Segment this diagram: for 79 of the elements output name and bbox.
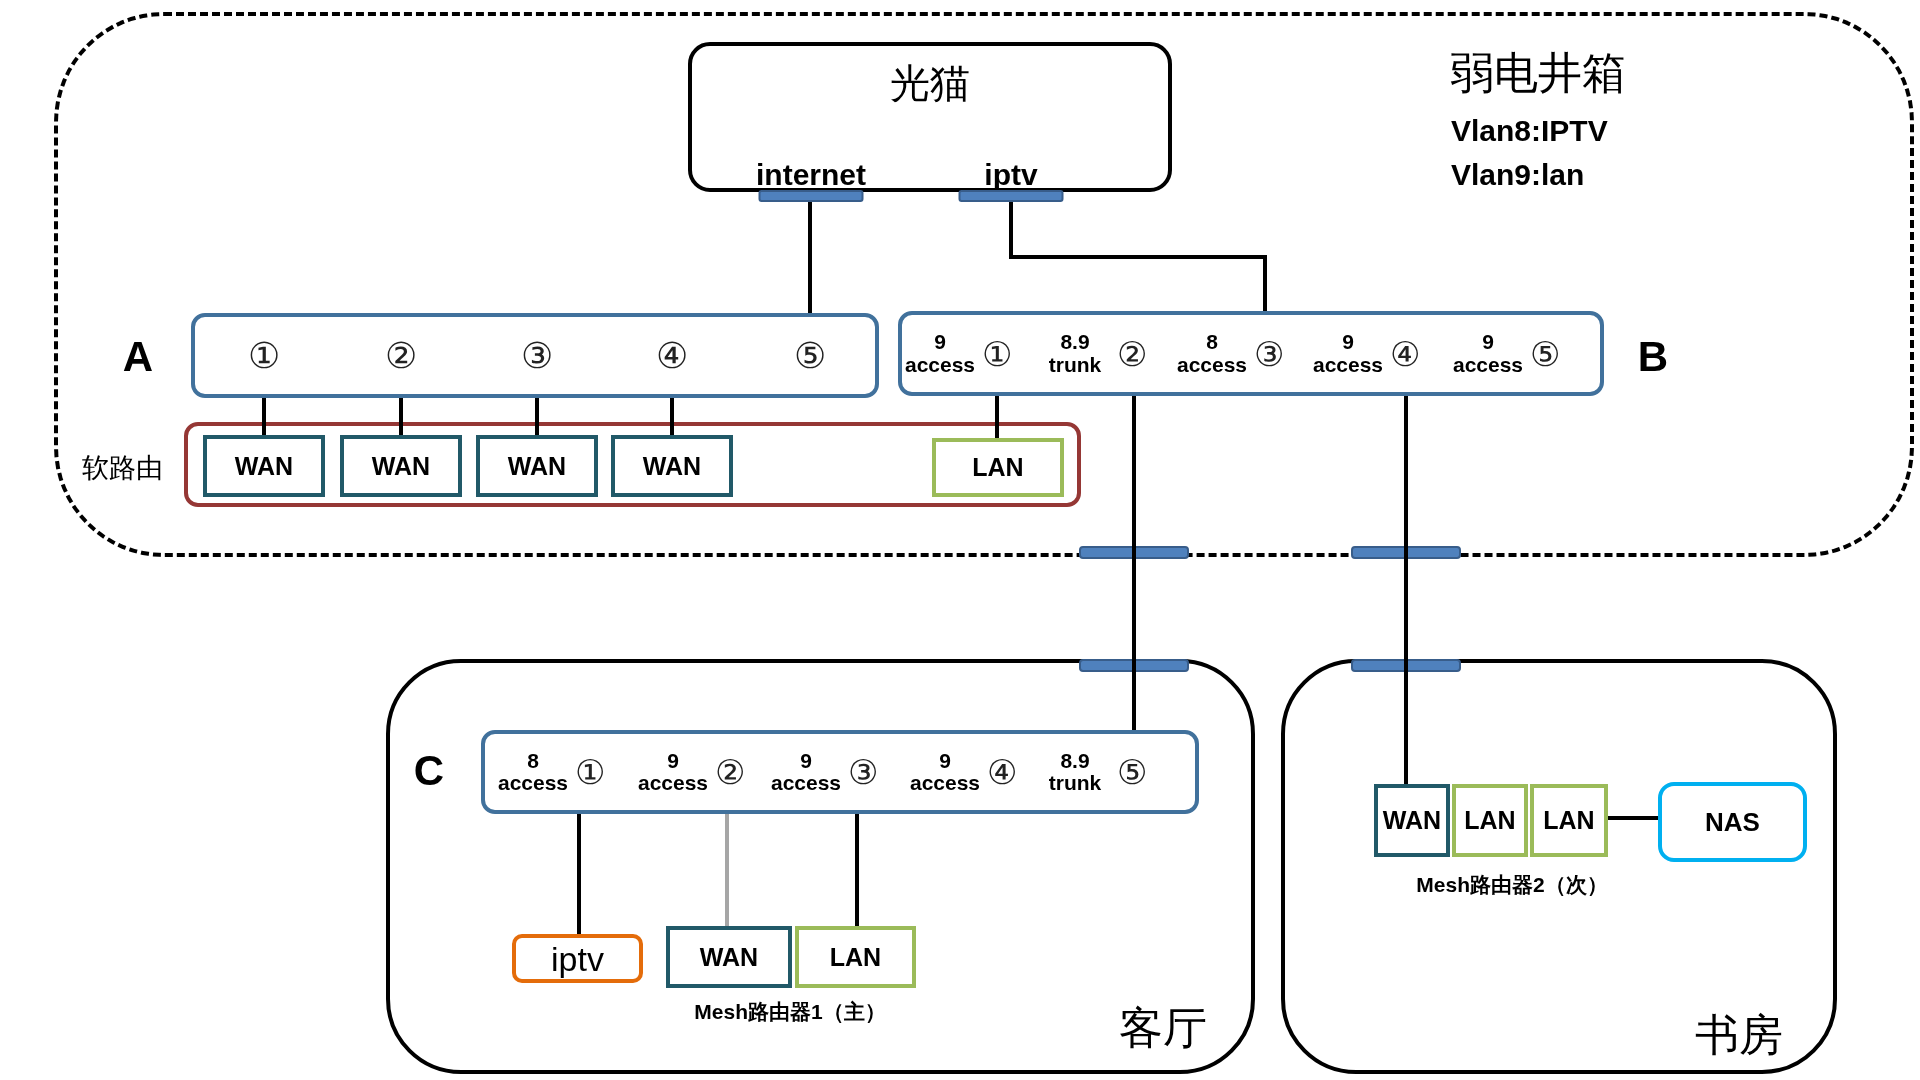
port-label: WAN <box>1382 808 1442 833</box>
vlan-note: Vlan8:IPTV <box>1451 114 1608 147</box>
cable-line <box>399 398 403 435</box>
cable-line <box>577 814 581 934</box>
port-label: internet <box>756 161 866 189</box>
port-number: ④ <box>986 755 1018 789</box>
port-label: WAN <box>234 453 294 479</box>
wan-port-box <box>666 926 792 988</box>
vlan-mode-label: 8 access <box>1176 331 1248 376</box>
cable-line <box>1009 202 1267 311</box>
cable-line <box>995 396 999 438</box>
port-number: ⑤ <box>1529 336 1561 371</box>
port-number: ① <box>981 336 1013 371</box>
port-number: ③ <box>847 755 879 789</box>
device-caption: Mesh路由器1（主） <box>694 999 886 1023</box>
device-box <box>1658 782 1807 862</box>
port-label: LAN <box>829 944 882 970</box>
cable-line <box>855 814 859 926</box>
port-number: ③ <box>521 337 553 374</box>
cable-line <box>725 814 729 926</box>
device-title: 光猫 <box>890 61 970 105</box>
switch-letter: B <box>1637 333 1669 380</box>
vlan-mode-label: 9 access <box>770 749 842 795</box>
cable-line <box>808 202 812 313</box>
port-label: WAN <box>507 453 567 479</box>
port-number: ② <box>714 755 746 789</box>
cable-line <box>1404 396 1408 784</box>
device-label: NAS <box>1705 809 1760 835</box>
cabinet-zone <box>54 12 1914 557</box>
lan-port-box <box>932 438 1064 497</box>
room-box <box>386 659 1255 1074</box>
vlan-mode-label: 9 access <box>1452 331 1524 376</box>
wan-port-box <box>340 435 462 497</box>
lan-port-box <box>795 926 916 988</box>
cable-line <box>535 398 539 435</box>
vlan-mode-label: 9 access <box>909 749 981 795</box>
zone-title: 弱电井箱 <box>1450 48 1626 97</box>
wan-port-box <box>203 435 325 497</box>
cable-line <box>1608 816 1658 820</box>
port-number: ⑤ <box>1116 755 1148 789</box>
device-box <box>512 934 643 983</box>
switch-letter: A <box>122 333 154 380</box>
cable-line <box>670 398 674 435</box>
vlan-mode-label: 9 access <box>637 749 709 795</box>
port-number: ① <box>574 755 606 789</box>
wan-port-box <box>611 435 733 497</box>
cable-line <box>262 398 266 435</box>
lan-port-box <box>1452 784 1528 857</box>
port-label: WAN <box>371 453 431 479</box>
wan-port-box <box>476 435 598 497</box>
lan-port-box <box>1530 784 1608 857</box>
room-box <box>1281 659 1837 1074</box>
port-number: ③ <box>1253 336 1285 371</box>
port-label: WAN <box>699 944 759 970</box>
port-number: ④ <box>656 337 688 374</box>
vlan-note: Vlan9:lan <box>1451 158 1585 191</box>
port-label: LAN <box>972 455 1024 480</box>
switch-letter: C <box>413 747 445 794</box>
room-title: 客厅 <box>1119 1003 1207 1052</box>
port-label: LAN <box>1464 808 1516 833</box>
device-label: iptv <box>551 941 604 976</box>
vlan-mode-label: 9 access <box>904 331 976 376</box>
room-title: 书房 <box>1695 1010 1783 1059</box>
device-caption: Mesh路由器2（次） <box>1416 872 1608 896</box>
vlan-mode-label: 8.9 trunk <box>1048 749 1102 795</box>
port-number: ⑤ <box>794 337 826 374</box>
port-number: ② <box>385 337 417 374</box>
port-label: LAN <box>1543 808 1595 833</box>
port-number: ② <box>1116 336 1148 371</box>
vlan-mode-label: 8.9 trunk <box>1048 331 1102 376</box>
port-number: ④ <box>1389 336 1421 371</box>
router-label: 软路由 <box>81 452 163 483</box>
port-label: iptv <box>984 161 1038 189</box>
cable-line <box>1132 396 1136 730</box>
wan-port-box <box>1374 784 1450 857</box>
port-number: ① <box>248 337 280 374</box>
port-label: WAN <box>642 453 702 479</box>
vlan-mode-label: 8 access <box>497 749 569 795</box>
vlan-mode-label: 9 access <box>1312 331 1384 376</box>
